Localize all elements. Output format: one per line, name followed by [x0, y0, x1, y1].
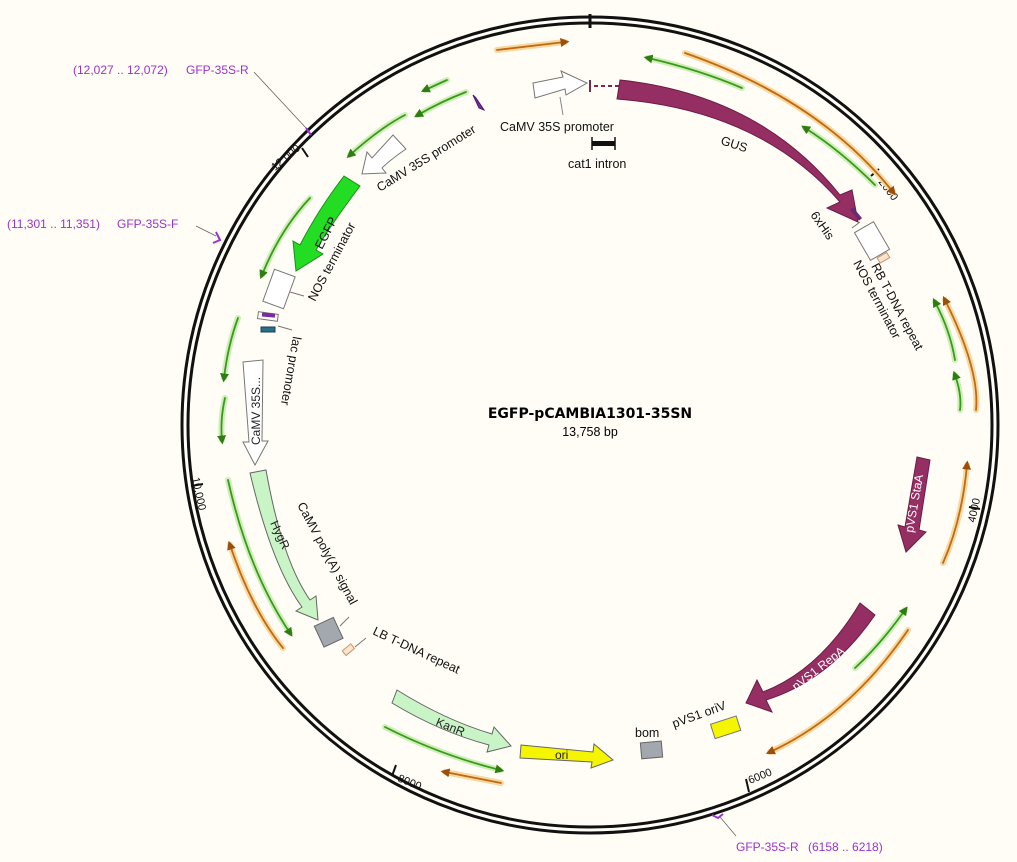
lb-tdna-label: LB T-DNA repeat [371, 624, 463, 677]
primer-2-range: (11,301 .. 11,351) [7, 217, 100, 231]
egfp-arrow [292, 175, 361, 272]
his-tag [849, 207, 863, 221]
lac-promoter-label: lac promoter [278, 335, 304, 406]
bom-label: bom [635, 726, 659, 740]
orf-orange-arc [940, 462, 970, 566]
kanr-arrow [391, 689, 512, 753]
rb-left-mark [261, 312, 276, 318]
tick-12000: 12,000 [269, 142, 302, 173]
pvs1-repa-label: pVS1 RepA [789, 644, 847, 694]
ori-label: ori [555, 748, 568, 762]
hygr-arrow [249, 469, 319, 621]
nos-right-box [853, 220, 891, 262]
camv-short-label: CaMV 35S... [249, 377, 263, 445]
ori-arrow [519, 743, 614, 769]
camv-short-arrow [242, 359, 269, 467]
pvs1-repa-arrow [745, 602, 876, 713]
his-label: 6xHis [808, 209, 837, 243]
camv35s-left-arrow [361, 134, 407, 175]
backbone [180, 14, 1000, 835]
kanr-label: KanR [434, 715, 467, 739]
plasmid-length: 13,758 bp [562, 425, 618, 439]
cat1-intron-bar [592, 141, 615, 146]
cap-site-box [260, 326, 276, 333]
tick-4000: 4000 [966, 497, 983, 523]
pvs1-oriv-box [709, 715, 742, 740]
pvs1-staa-arrow [897, 456, 931, 553]
gus-arrow [616, 79, 859, 223]
plasmid-name: EGFP-pCAMBIA1301-35SN [488, 406, 692, 422]
camv35s-top-label: CaMV 35S promoter [500, 120, 614, 134]
polya-box [313, 616, 344, 648]
primer-2-name: GFP-35S-F [117, 217, 178, 231]
orf-arrows [217, 38, 980, 786]
primer-3-name: GFP-35S-R [736, 840, 799, 854]
cat1-intron-label: cat1 intron [568, 157, 626, 171]
primer-3-range: (6158 .. 6218) [808, 840, 883, 854]
lb-tdna-box [341, 643, 356, 657]
primer-bind-marker [472, 94, 486, 112]
camv35s-top-arrow [532, 70, 589, 99]
primers: (12,027 .. 12,072) GFP-35S-R (11,301 .. … [7, 63, 883, 854]
nos-left-box [262, 268, 296, 310]
bom-box [639, 740, 664, 760]
primer-1-range: (12,027 .. 12,072) [73, 63, 168, 77]
primer-1-name: GFP-35S-R [186, 63, 249, 77]
gus-label: GUS [719, 134, 749, 156]
tick-10000: 10,000 [189, 476, 208, 511]
rb-tdna-box [876, 251, 891, 264]
